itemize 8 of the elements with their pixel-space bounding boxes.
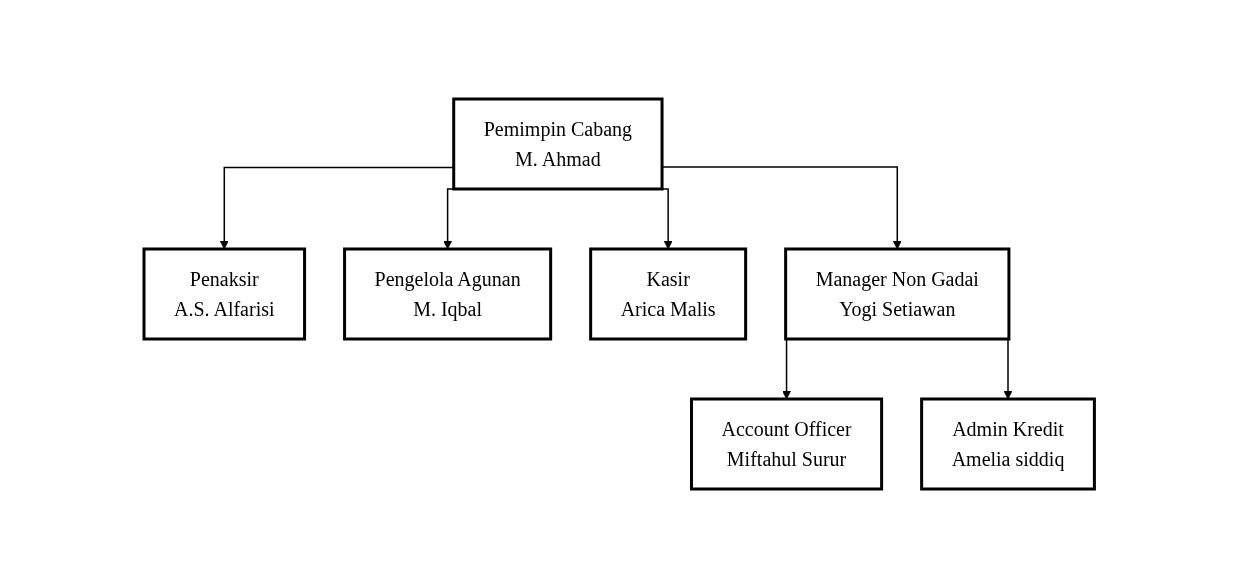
arrow bbox=[220, 166, 455, 249]
node-box: Account Officer Miftahul Surur bbox=[690, 397, 884, 490]
node-box: Manager Non Gadai Yogi Setiawan bbox=[784, 247, 1011, 340]
node-box: Admin Kredit Amelia siddiq bbox=[920, 397, 1097, 490]
node-box: Penaksir A.S. Alfarisi bbox=[142, 247, 307, 340]
node-box: Kasir Arica Malis bbox=[589, 247, 748, 340]
node-box: Pemimpin Cabang M. Ahmad bbox=[452, 97, 664, 190]
node-box: Pengelola Agunan M. Iqbal bbox=[343, 247, 553, 340]
